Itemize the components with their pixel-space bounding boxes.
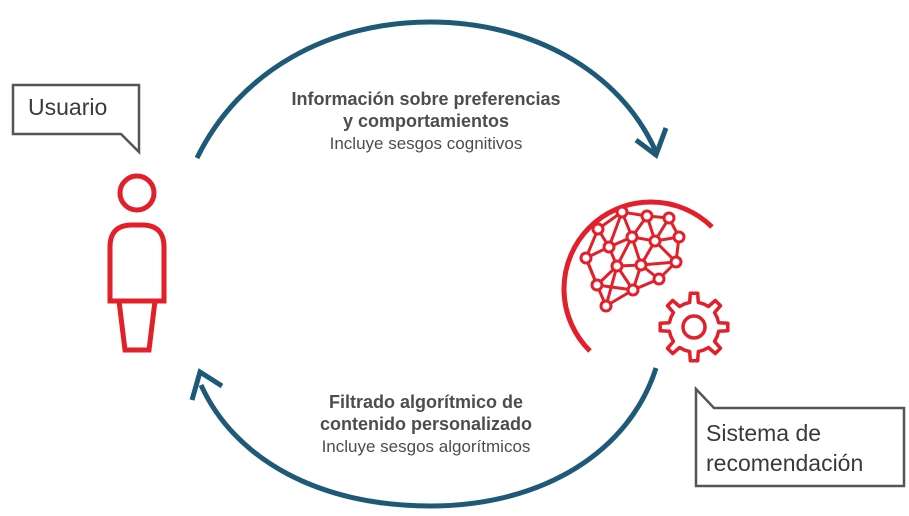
bottom-flow-caption: Filtrado algorítmico de contenido person… [236, 391, 616, 459]
top-flow-title-line1: Información sobre preferencias [291, 89, 561, 109]
system-label-line1: Sistema de [706, 420, 822, 446]
top-flow-subtitle: Incluye sesgos cognitivos [329, 134, 523, 153]
top-flow-title-line2: y comportamientos [342, 111, 510, 131]
user-label: Usuario [28, 94, 108, 120]
bottom-flow-title-line2: contenido personalizado [319, 414, 533, 434]
system-callout-label: Sistema de recomendación [706, 418, 863, 478]
system-label-line2: recomendación [706, 450, 864, 476]
bottom-flow-subtitle: Incluye sesgos algorítmicos [321, 437, 531, 456]
neural-network-icon [579, 205, 686, 313]
gear-icon [658, 291, 730, 363]
top-arrowhead-icon [634, 127, 669, 160]
system-callout-box [694, 385, 906, 488]
bottom-arrowhead-icon [189, 368, 224, 401]
user-callout-label: Usuario [28, 92, 107, 122]
user-callout-box [11, 83, 141, 156]
bottom-flow-title-line1: Filtrado algorítmico de [328, 392, 524, 412]
system-ring [561, 199, 714, 353]
top-flow-caption: Información sobre preferencias y comport… [236, 88, 616, 156]
top-cycle-arrow [194, 19, 659, 160]
person-icon [107, 173, 167, 353]
bottom-cycle-arrow [198, 367, 659, 509]
